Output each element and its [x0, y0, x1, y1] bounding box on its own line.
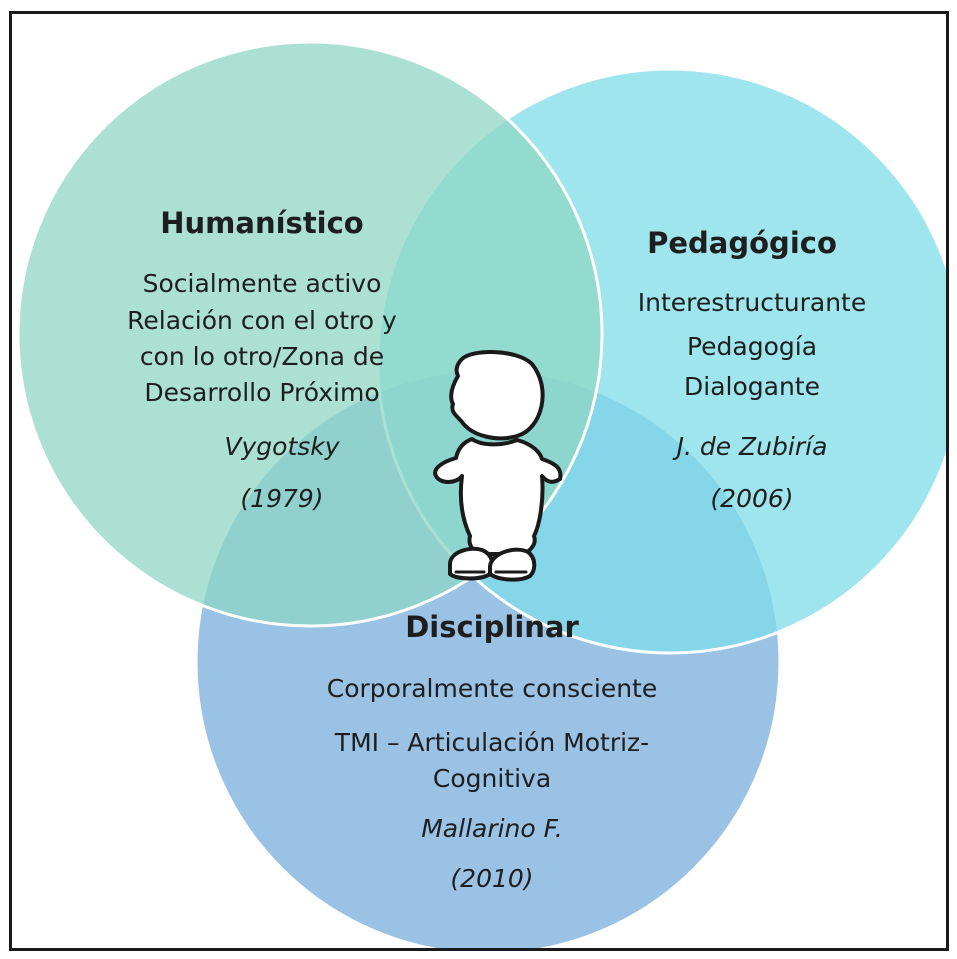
humanistico-line-4: Desarrollo Próximo	[144, 378, 380, 407]
venn-diagram	[16, 40, 946, 948]
pedagogico-author: J. de Zubiría	[676, 432, 828, 461]
humanistico-line-2: Relación con el otro y	[127, 306, 397, 335]
disciplinar-line-2: TMI – Articulación Motriz-	[334, 728, 650, 757]
humanistico-line-1: Socialmente activo	[142, 269, 382, 298]
pedagogico-title: Pedagógico	[647, 226, 837, 260]
humanistico-year: (1979)	[240, 484, 324, 513]
disciplinar-author: Mallarino F.	[421, 814, 563, 843]
pedagogico-line-2: Pedagogía	[686, 332, 818, 361]
humanistico-line-3: con lo otro/Zona de	[139, 342, 385, 371]
pedagogico-year: (2006)	[710, 484, 794, 513]
disciplinar-line-1: Corporalmente consciente	[326, 674, 658, 703]
humanistico-author: Vygotsky	[224, 432, 340, 461]
child-figure-icon	[433, 350, 563, 582]
disciplinar-line-3: Cognitiva	[432, 764, 552, 793]
pedagogico-line-1: Interestructurante	[637, 288, 867, 317]
disciplinar-title: Disciplinar	[405, 610, 579, 644]
pedagogico-line-3: Dialogante	[684, 372, 820, 401]
disciplinar-year: (2010)	[450, 864, 534, 893]
diagram-frame: Humanístico Socialmente activo Relación …	[9, 11, 949, 951]
humanistico-title: Humanístico	[160, 206, 364, 240]
